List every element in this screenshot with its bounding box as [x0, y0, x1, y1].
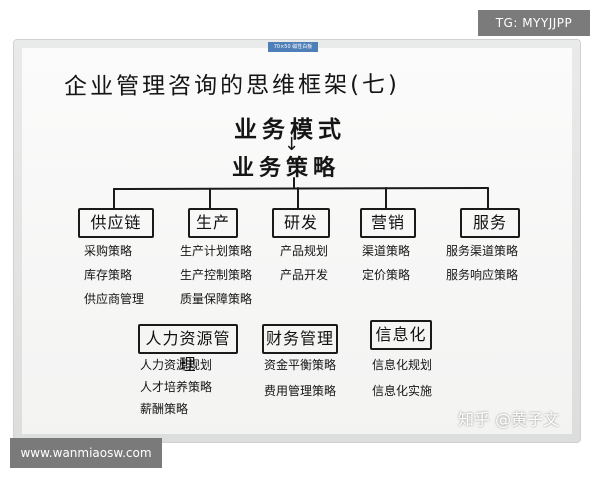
item-service-1: 服务响应策略	[446, 268, 519, 282]
item-finance-0: 资金平衡策略	[264, 358, 337, 372]
node-supply-chain: 供应链	[78, 208, 154, 238]
node-production: 生产	[188, 208, 238, 238]
item-rd-1: 产品开发	[280, 268, 329, 282]
node-marketing: 营销	[360, 208, 416, 238]
business-model-heading: 业务模式	[234, 117, 346, 143]
item-supply-2: 供应商管理	[84, 292, 145, 306]
whiteboard-size-sticker: 70×50 磁性白板	[268, 42, 318, 52]
item-supply-1: 库存策略	[84, 268, 133, 282]
item-marketing-1: 定价策略	[362, 268, 411, 282]
item-hr-2: 薪酬策略	[140, 402, 189, 416]
item-service-0: 服务渠道策略	[446, 244, 519, 258]
telegram-badge: TG: MYYJJPP	[478, 10, 590, 36]
item-hr-0: 人力资源规划	[140, 358, 213, 372]
node-it: 信息化	[370, 320, 432, 350]
item-supply-0: 采购策略	[84, 244, 133, 258]
website-badge: www.wanmiaosw.com	[10, 438, 162, 468]
item-rd-0: 产品规划	[280, 244, 329, 258]
business-strategy-heading: 业务策略	[232, 156, 341, 181]
node-human-resources: 人力资源管理	[138, 324, 238, 374]
item-it-0: 信息化规划	[372, 358, 433, 372]
item-it-1: 信息化实施	[372, 384, 433, 398]
node-finance: 财务管理	[262, 324, 338, 354]
zhihu-watermark: 知乎 @黄子文	[458, 410, 560, 429]
whiteboard-surface	[22, 48, 572, 434]
item-production-1: 生产控制策略	[180, 268, 253, 282]
item-production-0: 生产计划策略	[180, 244, 253, 258]
item-production-2: 质量保障策略	[180, 292, 253, 306]
item-finance-1: 费用管理策略	[264, 384, 337, 398]
board-title: 企业管理咨询的思维框架(七)	[63, 71, 401, 101]
item-marketing-0: 渠道策略	[362, 244, 411, 258]
down-arrow-icon: ↓	[284, 134, 300, 155]
item-hr-1: 人才培养策略	[140, 380, 213, 394]
node-rd: 研发	[272, 208, 330, 238]
branch-bar	[113, 187, 489, 190]
node-service: 服务	[460, 208, 520, 238]
